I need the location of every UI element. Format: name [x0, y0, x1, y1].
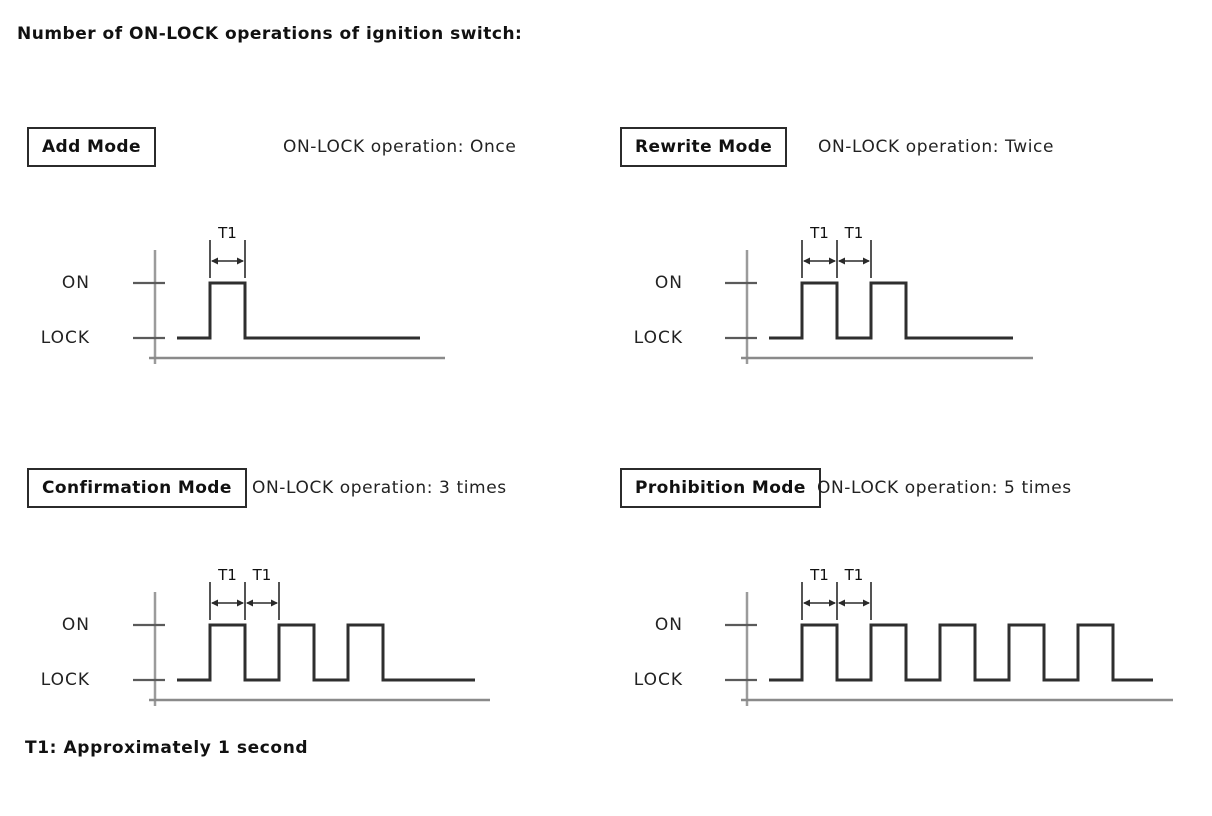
waveform-prohibition-mode: T1 T1 [712, 542, 1177, 712]
operation-text-rewrite: ON-LOCK operation: Twice [818, 137, 1055, 157]
operation-text-add: ON-LOCK operation: Once [283, 137, 517, 157]
waveform-rewrite-mode: T1 T1 [712, 200, 1042, 370]
level-label-on: ON [61, 273, 90, 293]
t1-duration-label: T1 [844, 566, 864, 584]
level-label-lock: LOCK [40, 670, 90, 690]
t1-duration-label: T1 [252, 566, 272, 584]
level-label-lock: LOCK [633, 670, 683, 690]
level-label-on: ON [61, 615, 90, 635]
operation-text-prohibition: ON-LOCK operation: 5 times [817, 478, 1072, 498]
t1-duration-label: T1 [217, 224, 237, 242]
waveform-svg: T1 T1 [725, 566, 1173, 706]
waveform-svg: T1 [133, 224, 445, 364]
page-title: Number of ON-LOCK operations of ignition… [17, 24, 523, 44]
mode-box-confirmation: Confirmation Mode [27, 468, 247, 508]
mode-box-rewrite: Rewrite Mode [620, 127, 788, 167]
mode-box-prohibition: Prohibition Mode [620, 468, 821, 508]
operation-text-confirmation: ON-LOCK operation: 3 times [252, 478, 507, 498]
waveform-confirmation-mode: T1 T1 [120, 542, 500, 712]
level-label-lock: LOCK [633, 328, 683, 348]
t1-duration-label: T1 [217, 566, 237, 584]
level-label-lock: LOCK [40, 328, 90, 348]
waveform-svg: T1 T1 [725, 224, 1033, 364]
waveform-svg: T1 T1 [133, 566, 490, 706]
t1-duration-label: T1 [809, 224, 829, 242]
level-label-on: ON [654, 615, 683, 635]
t1-duration-label: T1 [809, 566, 829, 584]
waveform-add-mode: T1 [120, 200, 450, 370]
footnote-t1-definition: T1: Approximately 1 second [25, 738, 309, 758]
t1-duration-label: T1 [844, 224, 864, 242]
level-label-on: ON [654, 273, 683, 293]
mode-box-add: Add Mode [27, 127, 156, 167]
